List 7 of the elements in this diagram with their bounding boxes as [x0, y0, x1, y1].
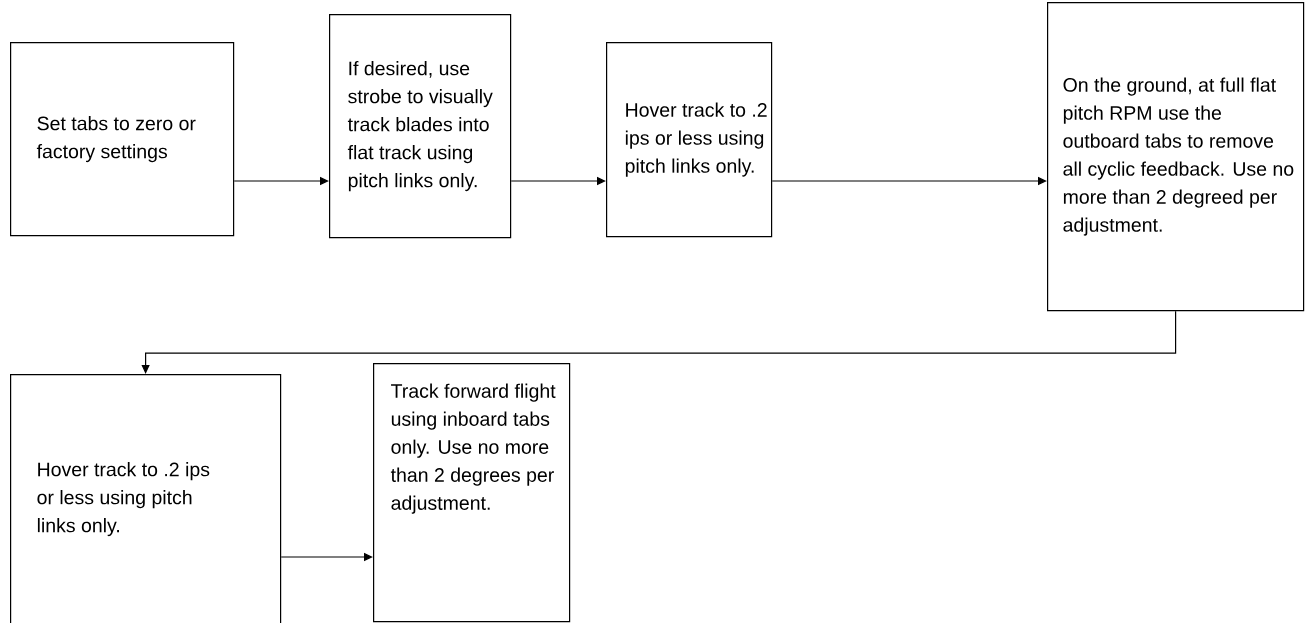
process-box: Set tabs to zero or factory settings [10, 42, 235, 237]
process-box: If desired, use strobe to visually track blades into flat track using pitch links only. [329, 14, 512, 239]
process-box: Hover track to .2 ips or less using pitch links only. [10, 374, 282, 623]
process-box: Track forward flight using inboard tabs only. Use no more than 2 degrees per adjustment. [373, 363, 571, 623]
arrow [141, 310, 1177, 374]
process-box: On the ground, at full flat pitch RPM use the outboard tabs to remove all cyclic feedback. Use no more than 2 degreed per adjustment. [1047, 2, 1305, 312]
process-box: Hover track to .2 ips or less using pitch links only. [606, 42, 773, 238]
